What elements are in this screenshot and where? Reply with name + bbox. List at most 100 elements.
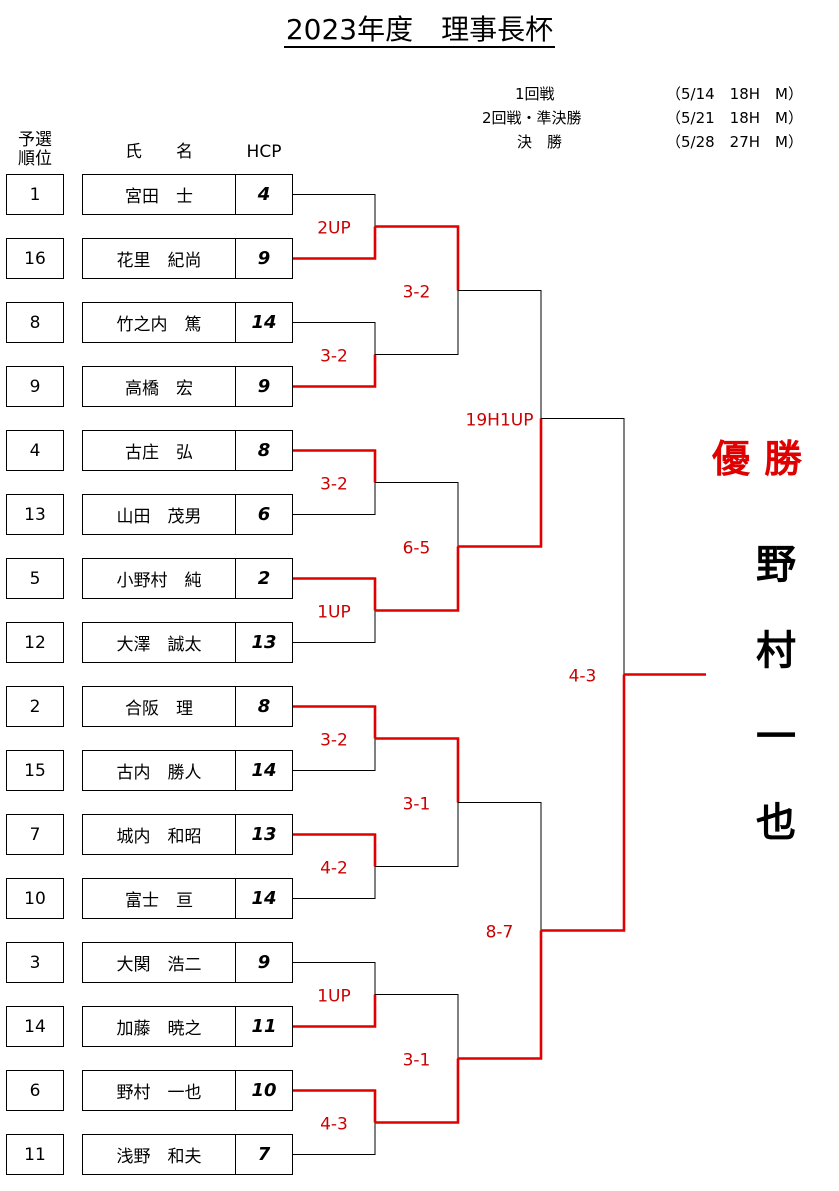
player-name: 富士 亘 (82, 878, 236, 919)
player-hcp: 14 (235, 750, 293, 791)
bracket-line (293, 866, 376, 899)
player-rank: 14 (6, 1006, 64, 1047)
match-score: 3-1 (403, 1051, 431, 1071)
bracket-line (375, 546, 460, 612)
player-name: 加藤 暁之 (82, 1006, 236, 1047)
bracket-line (293, 994, 377, 1028)
player-rank: 12 (6, 622, 64, 663)
match-score: 3-2 (403, 283, 431, 303)
player-rank: 10 (6, 878, 64, 919)
player-name: 古内 勝人 (82, 750, 236, 791)
bracket-line (458, 418, 543, 548)
champion-name-char: 也 (756, 799, 796, 846)
player-rank: 5 (6, 558, 64, 599)
header-name: 氏 名 (125, 142, 193, 162)
player-hcp: 14 (235, 878, 293, 919)
player-rank: 15 (6, 750, 64, 791)
player-name: 山田 茂男 (82, 494, 236, 535)
player-hcp: 8 (235, 686, 293, 727)
schedule-round-2: 2回戦・準決勝 (482, 109, 582, 127)
player-rank: 1 (6, 174, 64, 215)
bracket-line (293, 1089, 377, 1123)
player-rank: 4 (6, 430, 64, 471)
bracket-line (375, 802, 459, 867)
bracket-line (375, 737, 460, 803)
bracket-line (541, 674, 626, 932)
bracket-line (293, 610, 376, 643)
match-score: 3-2 (320, 347, 348, 367)
match-score: 3-2 (320, 731, 348, 751)
player-hcp: 2 (235, 558, 293, 599)
bracket-line (293, 577, 377, 611)
player-name: 古庄 弘 (82, 430, 236, 471)
match-score: 1UP (317, 987, 351, 1007)
player-hcp: 9 (235, 942, 293, 983)
player-rank: 6 (6, 1070, 64, 1111)
champion-name-char: 一 (756, 713, 796, 760)
bracket-line (458, 930, 543, 1060)
page-title: 2023年度 理事長杯 (283, 13, 556, 48)
player-hcp: 13 (235, 622, 293, 663)
player-name: 小野村 純 (82, 558, 236, 599)
player-hcp: 13 (235, 814, 293, 855)
header-rank: 予選 順位 (18, 130, 52, 169)
schedule-detail-2: （5/21 18H M） (666, 109, 803, 127)
champion-name: 野村一也 (748, 522, 804, 866)
bracket-line (293, 1122, 376, 1155)
player-rank: 13 (6, 494, 64, 535)
bracket-line (293, 226, 377, 260)
bracket-line (375, 482, 459, 547)
player-rank: 8 (6, 302, 64, 343)
player-name: 浅野 和夫 (82, 1134, 236, 1175)
player-hcp: 9 (235, 366, 293, 407)
bracket-line (458, 802, 542, 931)
champion-name-char: 村 (756, 627, 796, 674)
player-name: 大関 浩二 (82, 942, 236, 983)
match-score: 1UP (317, 603, 351, 623)
player-hcp: 8 (235, 430, 293, 471)
player-rank: 9 (6, 366, 64, 407)
player-name: 宮田 士 (82, 174, 236, 215)
champion-name-char: 野 (756, 541, 796, 588)
player-hcp: 4 (235, 174, 293, 215)
bracket-line (375, 1058, 460, 1124)
bracket-line (293, 322, 376, 355)
schedule-round-1: 1回戦 (515, 85, 555, 103)
match-score: 4-2 (320, 859, 348, 879)
bracket-line (375, 290, 459, 355)
bracket-line (541, 418, 625, 675)
bracket-line (293, 194, 376, 227)
player-hcp: 7 (235, 1134, 293, 1175)
player-hcp: 10 (235, 1070, 293, 1111)
bracket-line (293, 449, 377, 483)
match-score: 8-7 (486, 923, 514, 943)
header-hcp: HCP (246, 142, 282, 162)
match-score: 2UP (317, 219, 351, 239)
bracket-line (293, 962, 376, 995)
match-score: 3-2 (320, 475, 348, 495)
player-rank: 7 (6, 814, 64, 855)
champion-label: 優勝 (712, 436, 817, 481)
bracket-line (293, 354, 377, 388)
bracket-line (293, 705, 377, 739)
schedule-detail-3: （5/28 27H M） (666, 133, 803, 151)
bracket-line (293, 833, 377, 867)
player-hcp: 14 (235, 302, 293, 343)
bracket-line (293, 482, 376, 515)
player-hcp: 11 (235, 1006, 293, 1047)
player-name: 高橋 宏 (82, 366, 236, 407)
player-name: 花里 紀尚 (82, 238, 236, 279)
player-name: 合阪 理 (82, 686, 236, 727)
match-score: 3-1 (403, 795, 431, 815)
player-rank: 3 (6, 942, 64, 983)
schedule-detail-1: （5/14 18H M） (666, 85, 803, 103)
bracket-line (375, 994, 459, 1059)
player-rank: 16 (6, 238, 64, 279)
schedule-round-3: 決 勝 (517, 133, 563, 151)
player-rank: 11 (6, 1134, 64, 1175)
match-score: 6-5 (403, 539, 431, 559)
final-score: 4-3 (569, 667, 597, 687)
player-hcp: 9 (235, 238, 293, 279)
match-score: 4-3 (320, 1115, 348, 1135)
